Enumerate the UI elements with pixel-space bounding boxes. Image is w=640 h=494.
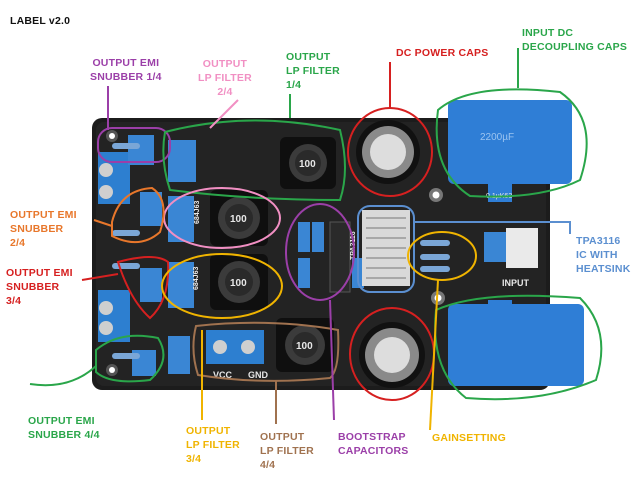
label-output-emi-snubber-1: OUTPUT EMI SNUBBER 1/4 [90, 56, 162, 84]
label-line: SNUBBER [10, 223, 64, 235]
label-input-dc-decoupling-caps: INPUT DC DECOUPLING CAPS [522, 26, 627, 54]
label-line: LP FILTER [286, 65, 340, 77]
label-bootstrap-capacitors: BOOTSTRAP CAPACITORS [338, 430, 408, 458]
label-line: 3/4 [186, 453, 202, 465]
pointer-bootstrap [329, 299, 335, 421]
label-line: TPA3116 [576, 235, 621, 247]
label-output-lp-filter-2: OUTPUT LP FILTER 2/4 [198, 57, 252, 99]
label-line: LP FILTER [198, 72, 252, 84]
pointer-emi-4 [29, 365, 97, 387]
inductor-3-marking: 100 [230, 278, 247, 289]
label-line: OUTPUT EMI [28, 415, 95, 427]
input-connector: INPUT [484, 228, 538, 288]
power-terminal: VCC GND [206, 330, 269, 380]
label-line: LP FILTER [186, 439, 240, 451]
label-line: 2/4 [217, 86, 233, 98]
pointer-emi-2 [93, 219, 113, 227]
snubber-components [112, 135, 162, 376]
label-line: IC WITH [576, 249, 618, 261]
vcc-silk: VCC [213, 370, 233, 380]
outline-emi-3 [116, 256, 170, 320]
inductors: 100 100 100 100 [210, 137, 336, 372]
label-line: DECOUPLING CAPS [522, 41, 628, 53]
label-line: SNUBBER 1/4 [90, 71, 162, 83]
label-line: CAPACITORS [338, 445, 409, 457]
label-output-lp-filter-4: OUTPUT LP FILTER 4/4 [260, 430, 314, 472]
label-line: OUTPUT EMI [6, 267, 73, 279]
pointer-emi-3 [81, 273, 119, 281]
label-line: GAINSETTING [432, 432, 506, 444]
inductor-4-marking: 100 [296, 341, 313, 352]
label-line: 1/4 [286, 79, 302, 91]
outline-gain [407, 231, 477, 281]
inductor-2-marking: 100 [230, 214, 247, 225]
label-output-emi-snubber-2: OUTPUT EMI SNUBBER 2/4 [10, 208, 77, 250]
outline-emi-1 [97, 127, 171, 163]
inductor-1-marking: 100 [299, 159, 316, 170]
outline-lp-4 [192, 321, 340, 382]
label-line: OUTPUT EMI [92, 57, 160, 69]
label-line: OUTPUT [202, 58, 248, 70]
outline-input-caps-bottom [434, 294, 603, 401]
label-output-lp-filter-1: OUTPUT LP FILTER 1/4 [286, 50, 340, 92]
version-label: LABEL v2.0 [10, 15, 71, 27]
label-line: INPUT DC [522, 27, 574, 39]
label-line: SNUBBER 4/4 [28, 429, 100, 441]
cap-code-1: 684J63 [194, 201, 201, 224]
outline-bootstrap [285, 203, 355, 301]
label-line: LP FILTER [260, 445, 314, 457]
label-line: OUTPUT [286, 51, 331, 63]
gain-resistors [420, 240, 450, 272]
outline-emi-4 [95, 334, 165, 383]
pointer-tpa [414, 221, 571, 234]
label-output-emi-snubber-3: OUTPUT EMI SNUBBER 3/4 [6, 266, 73, 308]
outline-input-caps-top [435, 88, 588, 198]
label-line: 3/4 [6, 295, 22, 307]
lp-filter-caps: 684J63 684J63 [168, 140, 201, 374]
outline-lp-1 [162, 119, 346, 202]
label-gainsetting: GAINSETTING [432, 431, 506, 445]
label-output-lp-filter-3: OUTPUT LP FILTER 3/4 [186, 424, 240, 466]
label-output-emi-snubber-4: OUTPUT EMI SNUBBER 4/4 [28, 414, 100, 442]
label-line: OUTPUT EMI [10, 209, 77, 221]
label-line: OUTPUT [186, 425, 231, 437]
input-silk: INPUT [502, 278, 530, 288]
decoupling-caps: 2200µF 0.1µK63 [448, 100, 584, 386]
label-line: BOOTSTRAP [338, 431, 406, 443]
pointer-lp-2 [209, 99, 239, 129]
electrolytic-caps [356, 120, 425, 388]
label-line: SNUBBER [6, 281, 60, 293]
label-line: 2/4 [10, 237, 26, 249]
outline-tpa [357, 205, 415, 293]
label-line: OUTPUT [260, 431, 305, 443]
label-dc-power-caps: DC POWER CAPS [396, 46, 488, 60]
outline-lp-3 [161, 253, 283, 319]
label-line: HEATSINK [576, 263, 631, 275]
outline-emi-2 [111, 186, 165, 243]
gnd-silk: GND [248, 370, 269, 380]
cap-code-2: 684J63 [193, 267, 200, 290]
film-cap-marking: 2200µF [480, 132, 514, 143]
label-line: DC POWER CAPS [396, 47, 489, 59]
pointer-gain [429, 279, 439, 431]
label-line: 4/4 [260, 459, 276, 471]
label-tpa3116: TPA3116 IC WITH HEATSINK [576, 234, 631, 276]
speaker-terminals [98, 152, 130, 342]
